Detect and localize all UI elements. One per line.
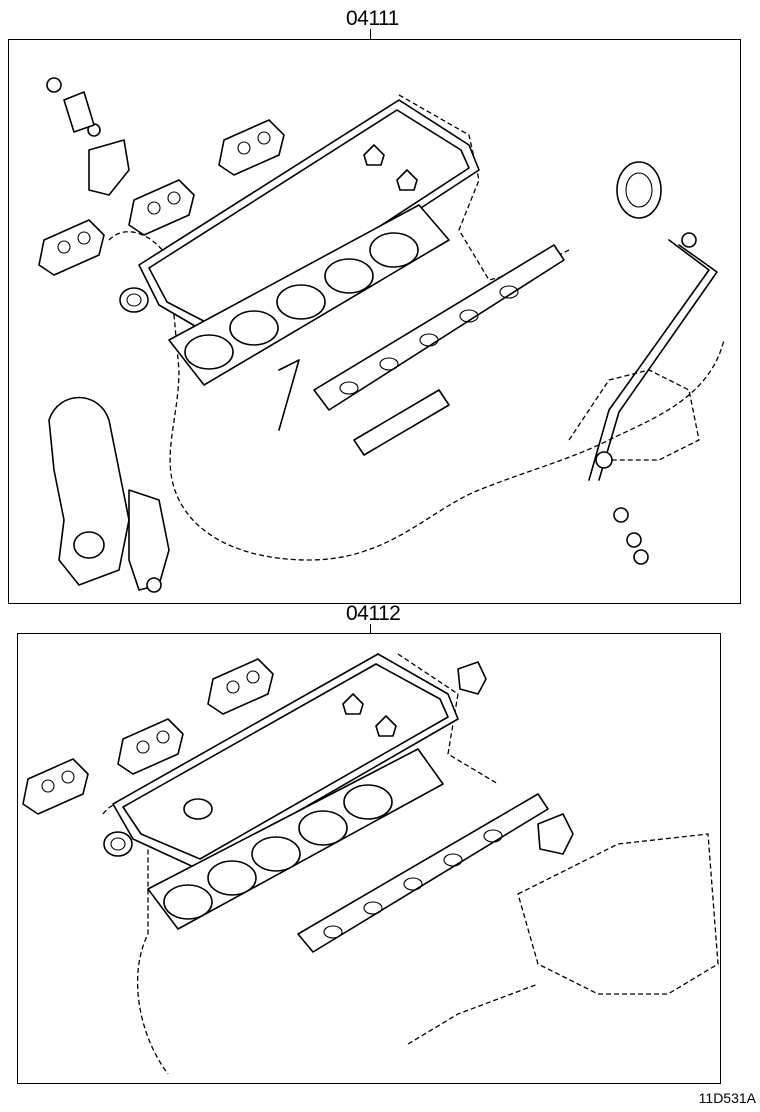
gasket-kit-drawing-partial (22, 653, 719, 1075)
kit-panel-04111[interactable] (8, 39, 741, 604)
intake-plenum-outline (517, 833, 719, 995)
gasket-kit-drawing-full (38, 77, 725, 593)
kit-part-number-bottom: 04112 (346, 602, 401, 625)
exhaust-manifold-gaskets (38, 119, 285, 276)
engine-outline (102, 802, 169, 1075)
egr-gasket (457, 661, 487, 695)
exhaust-manifold-gaskets (22, 658, 274, 815)
front-crank-seal (73, 531, 105, 559)
cam-seal (119, 287, 149, 313)
oil-pipe (588, 239, 710, 481)
intake-manifold-gasket (297, 793, 549, 953)
o-rings (46, 77, 697, 593)
kit-part-number-top: 04111 (346, 7, 399, 30)
cylinder-bores (163, 784, 393, 920)
valve-cover-gasket (138, 99, 480, 341)
rear-crank-seal (616, 161, 662, 219)
callout-leader-bottom (370, 624, 371, 634)
fuel-rail (353, 389, 450, 456)
intake-manifold-gasket (313, 244, 565, 411)
thermostat (63, 91, 95, 133)
water-outlet (88, 139, 130, 196)
throttle-body-gasket (537, 813, 574, 855)
cylinder-bores (184, 232, 419, 370)
figure-id: 11D531A (698, 1090, 756, 1106)
cam-seal (103, 831, 133, 857)
callout-leader-top (370, 29, 371, 40)
timing-cover-gasket (48, 396, 130, 586)
kit-panel-04112[interactable] (17, 633, 721, 1084)
